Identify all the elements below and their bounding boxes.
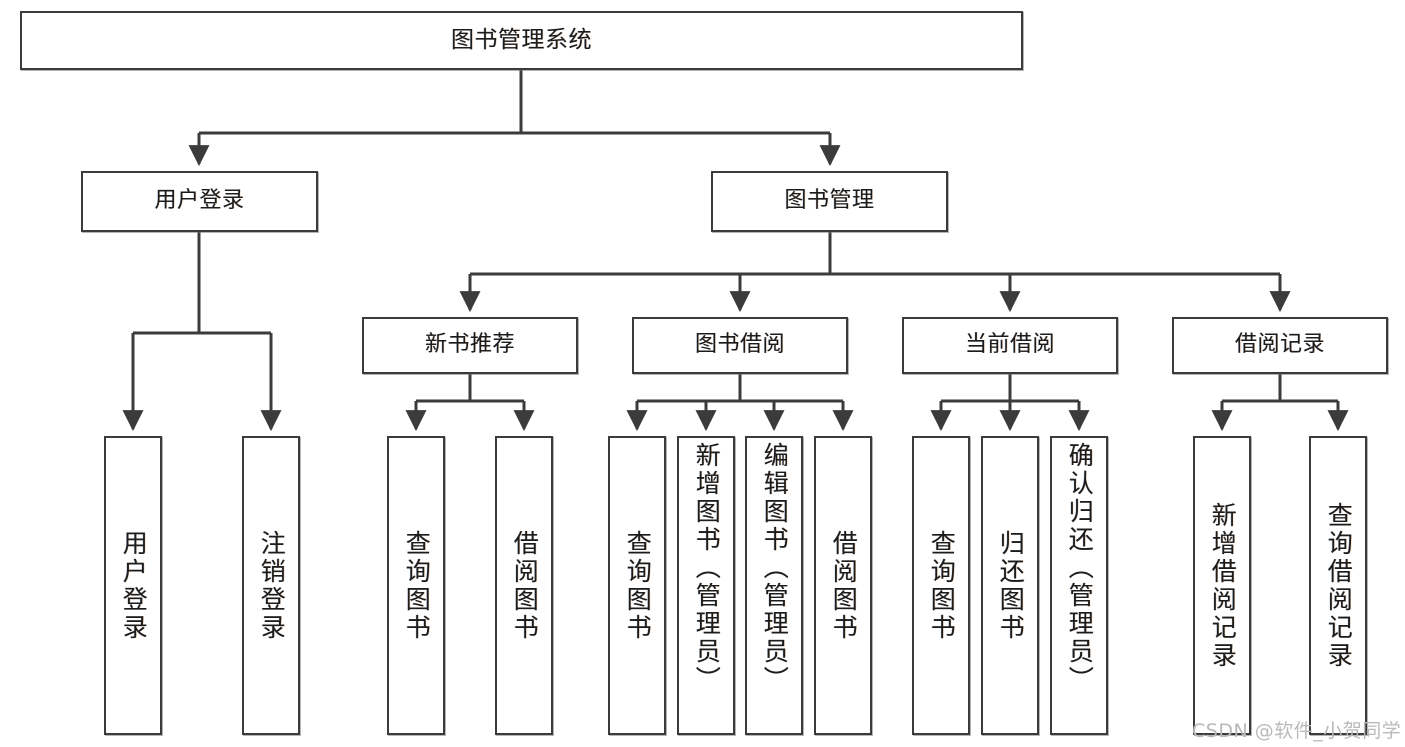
node-leaf-query-book-1[interactable]: 查询图书 [387,436,445,735]
node-leaf-add-book-label: 新增图书（管理员） [692,442,722,694]
node-leaf-query-book-3-label: 查询图书 [927,529,957,642]
node-leaf-edit-book[interactable]: 编辑图书（管理员） [745,436,803,735]
node-root[interactable]: 图书管理系统 [20,11,1023,70]
node-leaf-return-book[interactable]: 归还图书 [981,436,1039,735]
node-borrow-record[interactable]: 借阅记录 [1172,317,1388,374]
node-leaf-add-record-label: 新增借阅记录 [1208,501,1238,670]
node-leaf-borrow-book-1[interactable]: 借阅图书 [495,436,553,735]
node-book-manage[interactable]: 图书管理 [711,171,948,232]
node-leaf-return-book-label: 归还图书 [996,529,1026,642]
node-leaf-confirm-return[interactable]: 确认归还（管理员） [1050,436,1108,735]
node-leaf-query-record[interactable]: 查询借阅记录 [1309,436,1367,735]
node-user-login-label: 用户登录 [154,188,245,214]
node-leaf-query-book-1-label: 查询图书 [402,529,432,642]
node-leaf-confirm-return-label: 确认归还（管理员） [1065,442,1095,694]
node-root-label: 图书管理系统 [451,27,592,54]
node-leaf-query-book-3[interactable]: 查询图书 [912,436,970,735]
node-leaf-add-book[interactable]: 新增图书（管理员） [677,436,735,735]
node-book-borrow-label: 图书借阅 [694,332,785,358]
node-book-borrow[interactable]: 图书借阅 [632,317,848,374]
node-new-book-recommend[interactable]: 新书推荐 [362,317,578,374]
node-leaf-query-book-2-label: 查询图书 [623,529,653,642]
node-leaf-borrow-book-2[interactable]: 借阅图书 [814,436,872,735]
node-new-book-recommend-label: 新书推荐 [424,332,515,358]
node-leaf-query-book-2[interactable]: 查询图书 [608,436,666,735]
node-book-manage-label: 图书管理 [784,188,875,214]
node-leaf-query-record-label: 查询借阅记录 [1324,501,1354,670]
node-leaf-borrow-book-2-label: 借阅图书 [829,529,859,642]
node-current-borrow-label: 当前借阅 [964,332,1055,358]
node-leaf-add-record[interactable]: 新增借阅记录 [1193,436,1251,735]
node-current-borrow[interactable]: 当前借阅 [902,317,1118,374]
node-user-login[interactable]: 用户登录 [81,171,318,232]
node-leaf-borrow-book-1-label: 借阅图书 [510,529,540,642]
node-leaf-logout-login-label: 注销登录 [257,529,287,642]
node-leaf-logout-login[interactable]: 注销登录 [242,436,300,735]
node-leaf-user-login-label: 用户登录 [119,529,149,642]
csdn-watermark: CSDN @软件_小贺同学 [1192,720,1402,742]
node-leaf-user-login[interactable]: 用户登录 [104,436,162,735]
node-leaf-edit-book-label: 编辑图书（管理员） [760,442,790,694]
node-borrow-record-label: 借阅记录 [1234,332,1325,358]
